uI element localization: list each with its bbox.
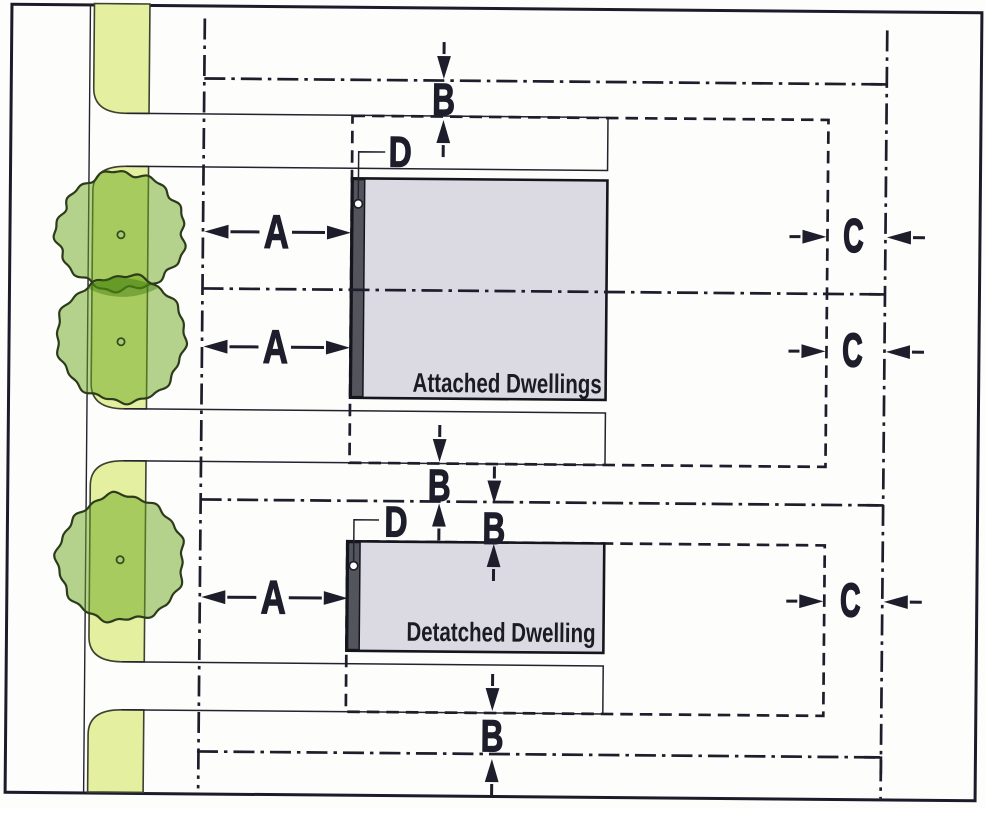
svg-text:Attached Dwellings: Attached Dwellings bbox=[412, 368, 601, 400]
svg-text:D: D bbox=[388, 129, 411, 177]
svg-text:Detatched Dwelling: Detatched Dwelling bbox=[406, 617, 595, 649]
svg-text:B: B bbox=[432, 75, 455, 125]
svg-text:C: C bbox=[843, 210, 864, 262]
svg-text:A: A bbox=[261, 571, 287, 624]
svg-text:C: C bbox=[840, 575, 861, 627]
svg-text:D: D bbox=[384, 499, 407, 547]
svg-text:C: C bbox=[842, 325, 863, 377]
svg-text:A: A bbox=[264, 206, 290, 259]
svg-text:B: B bbox=[481, 712, 504, 762]
svg-text:B: B bbox=[428, 461, 451, 511]
svg-text:A: A bbox=[263, 321, 289, 374]
